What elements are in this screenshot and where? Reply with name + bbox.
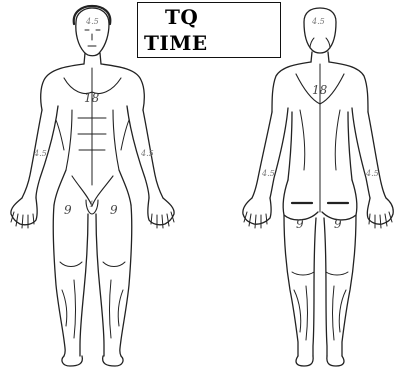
front-right-leg-percent: 9: [110, 204, 118, 216]
front-right-arm-percent: 4.5: [141, 150, 154, 158]
back-right-arm-percent: 4.5: [366, 170, 379, 178]
front-chest-percent: 18: [84, 92, 99, 104]
front-left-arm-percent: 4.5: [34, 150, 47, 158]
tourniquet-time-box: TQ TIME: [137, 2, 281, 58]
back-figure: [243, 8, 393, 366]
back-head-percent: 4.5: [312, 18, 325, 26]
back-right-leg-percent: 9: [334, 218, 342, 230]
front-left-leg-percent: 9: [64, 204, 72, 216]
back-torso-percent: 18: [312, 84, 327, 96]
back-left-leg-percent: 9: [296, 218, 304, 230]
back-left-arm-percent: 4.5: [262, 170, 275, 178]
front-groin-percent: 1: [89, 201, 94, 209]
front-figure: [11, 6, 174, 366]
time-label: TIME: [144, 31, 208, 55]
tq-label: TQ: [165, 5, 198, 29]
front-head-percent: 4.5: [86, 18, 99, 26]
